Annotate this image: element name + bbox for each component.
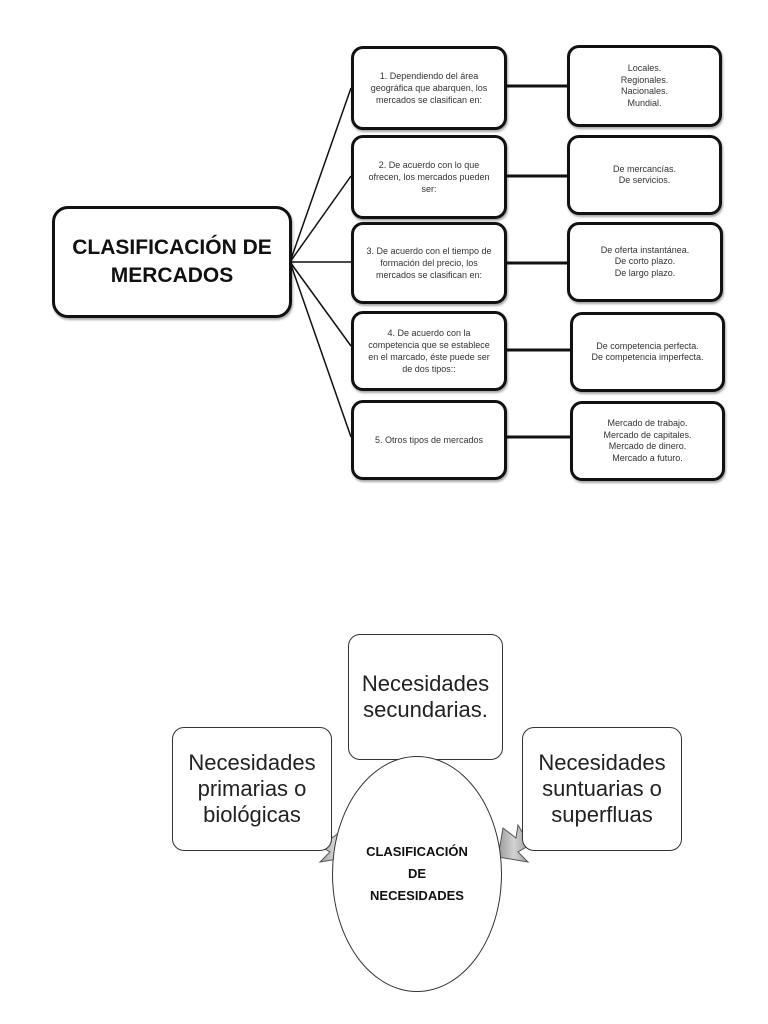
center-node-title: CLASIFICACIÓN DE NECESIDADES bbox=[366, 844, 468, 903]
need-label: Necesidades suntuarias o superfluas bbox=[538, 750, 666, 827]
subtypes-node-4: De competencia perfecta. De competencia … bbox=[570, 312, 725, 392]
subtypes-node-3: De oferta instantánea. De corto plazo. D… bbox=[567, 222, 723, 302]
connector-main-cat5 bbox=[289, 261, 352, 438]
category-node-5: 5. Otros tipos de mercados bbox=[351, 400, 507, 480]
need-node-primarias: Necesidades primarias o biológicas bbox=[172, 727, 332, 851]
need-node-suntuarias: Necesidades suntuarias o superfluas bbox=[522, 727, 682, 851]
subtypes-node-2: De mercancías. De servicios. bbox=[567, 135, 722, 215]
connector-main-cat1 bbox=[289, 87, 352, 263]
subtypes-list: Mercado de trabajo. Mercado de capitales… bbox=[603, 418, 692, 463]
category-node-1: 1. Dependiendo del área geográfica que a… bbox=[351, 46, 507, 130]
center-node-clasificacion-necesidades: CLASIFICACIÓN DE NECESIDADES bbox=[332, 756, 502, 992]
main-node-clasificacion-mercados: CLASIFICACIÓN DE MERCADOS bbox=[52, 206, 292, 318]
category-node-4: 4. De acuerdo con la competencia que se … bbox=[351, 311, 507, 391]
need-label: Necesidades secundarias. bbox=[361, 671, 490, 722]
category-label: 3. De acuerdo con el tiempo de formación… bbox=[366, 246, 492, 280]
connector-main-cat2 bbox=[289, 175, 352, 263]
subtypes-node-5: Mercado de trabajo. Mercado de capitales… bbox=[570, 401, 725, 481]
subtypes-list: De competencia perfecta. De competencia … bbox=[591, 340, 704, 363]
category-label: 2. De acuerdo con lo que ofrecen, los me… bbox=[368, 160, 490, 194]
need-node-secundarias: Necesidades secundarias. bbox=[348, 634, 503, 760]
category-node-2: 2. De acuerdo con lo que ofrecen, los me… bbox=[351, 135, 507, 219]
category-node-3: 3. De acuerdo con el tiempo de formación… bbox=[351, 222, 507, 304]
category-label: 1. Dependiendo del área geográfica que a… bbox=[370, 71, 488, 105]
subtypes-node-1: Locales. Regionales. Nacionales. Mundial… bbox=[567, 45, 722, 127]
category-label: 4. De acuerdo con la competencia que se … bbox=[368, 328, 490, 374]
category-label: 5. Otros tipos de mercados bbox=[374, 435, 484, 445]
subtypes-list: Locales. Regionales. Nacionales. Mundial… bbox=[620, 63, 669, 108]
subtypes-list: De mercancías. De servicios. bbox=[612, 163, 677, 186]
subtypes-list: De oferta instantánea. De corto plazo. D… bbox=[600, 244, 690, 278]
connector-main-cat4 bbox=[289, 261, 352, 347]
main-node-title: CLASIFICACIÓN DE MERCADOS bbox=[72, 236, 272, 287]
need-label: Necesidades primarias o biológicas bbox=[188, 750, 316, 827]
